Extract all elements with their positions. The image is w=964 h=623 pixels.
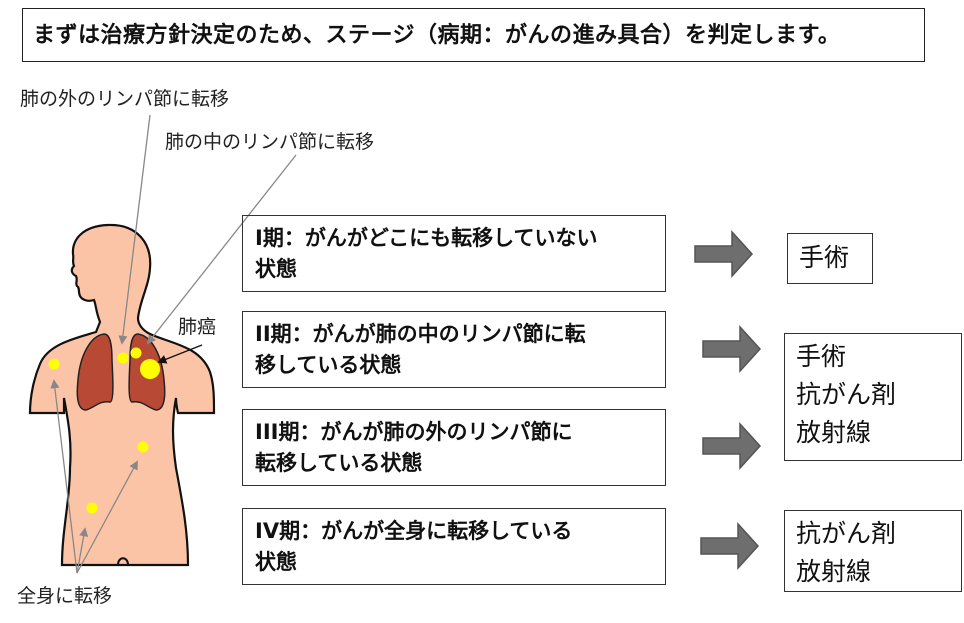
metastasis-dot bbox=[130, 347, 142, 359]
label-outside-lymph: 肺の外のリンパ節に転移 bbox=[20, 88, 230, 110]
right-lung bbox=[128, 333, 166, 411]
title-box: まずは治療方針決定のため、ステージ（病期：がんの進み具合）を判定します。 bbox=[22, 8, 925, 62]
treatment-text: 放射線 bbox=[796, 418, 872, 447]
stage-text: I期：がんがどこにも転移していない bbox=[255, 226, 598, 250]
stage-text: 状態 bbox=[255, 257, 297, 281]
pointer-whole-body-1 bbox=[50, 379, 78, 574]
stage-text: II期：がんが肺の中のリンパ節に転 bbox=[255, 322, 586, 346]
pointer-whole-body-2 bbox=[76, 527, 89, 574]
stage-box-2: II期：がんが肺の中のリンパ節に転 移している状態 bbox=[242, 311, 666, 388]
pointer-outside-lymph bbox=[118, 114, 151, 345]
block-arrow-3 bbox=[702, 422, 762, 470]
stage-text: 移している状態 bbox=[255, 353, 402, 377]
treatment-text: 抗がん剤 bbox=[796, 519, 897, 548]
tumor-dot bbox=[140, 359, 160, 379]
pointer-whole-body-3 bbox=[76, 460, 138, 574]
treatment-box-3: 抗がん剤 放射線 bbox=[784, 510, 962, 592]
label-lung-cancer: 肺癌 bbox=[178, 316, 217, 338]
treatment-text: 手術 bbox=[799, 243, 850, 272]
metastasis-dot bbox=[137, 441, 149, 453]
label-inside-lymph: 肺の中のリンパ節に転移 bbox=[165, 131, 375, 153]
block-arrow-2 bbox=[702, 325, 762, 373]
pointer-lung-cancer bbox=[157, 344, 203, 364]
label-whole-body: 全身に転移 bbox=[17, 585, 113, 607]
stage-text: IV期：がんが全身に転移している bbox=[255, 519, 573, 543]
stage-box-4: IV期：がんが全身に転移している 状態 bbox=[242, 508, 666, 585]
metastasis-dot bbox=[86, 502, 98, 514]
metastasis-dot bbox=[48, 358, 60, 370]
left-lung bbox=[76, 333, 114, 411]
treatment-text: 手術 bbox=[796, 342, 847, 371]
treatment-box-1: 手術 bbox=[787, 233, 873, 284]
metastasis-dot bbox=[117, 352, 129, 364]
stage-box-1: I期：がんがどこにも転移していない 状態 bbox=[242, 215, 666, 292]
page-title: まずは治療方針決定のため、ステージ（病期：がんの進み具合）を判定します。 bbox=[33, 23, 841, 48]
stage-text: III期：がんが肺の外のリンパ節に bbox=[255, 420, 573, 444]
body-silhouette bbox=[28, 223, 216, 567]
treatment-text: 抗がん剤 bbox=[796, 380, 897, 409]
block-arrow-1 bbox=[694, 230, 754, 278]
treatment-box-2: 手術 抗がん剤 放射線 bbox=[784, 333, 962, 461]
stage-box-3: III期：がんが肺の外のリンパ節に 転移している状態 bbox=[242, 409, 666, 486]
navel bbox=[117, 557, 129, 566]
treatment-text: 放射線 bbox=[796, 557, 872, 586]
block-arrow-4 bbox=[700, 522, 760, 570]
stage-text: 転移している状態 bbox=[255, 451, 423, 475]
stage-text: 状態 bbox=[255, 550, 297, 574]
